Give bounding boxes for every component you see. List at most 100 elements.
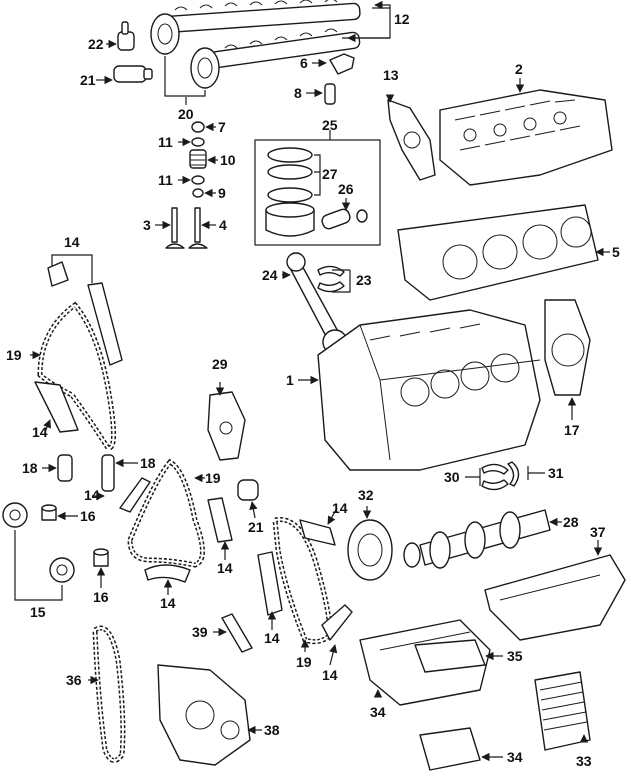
chain-tensioner-rail-14[interactable] xyxy=(34,381,79,433)
callout-16a: 16 xyxy=(80,508,96,524)
callout-14d: 14 xyxy=(160,595,176,611)
timing-chain-center-19[interactable] xyxy=(127,458,205,568)
oil-pump-38[interactable] xyxy=(157,664,251,766)
cam-adjuster-upper[interactable] xyxy=(150,13,180,55)
chain-guide-right-14[interactable] xyxy=(257,519,353,641)
callout-24: 24 xyxy=(262,267,278,283)
callout-19b: 19 xyxy=(205,470,221,486)
callout-38: 38 xyxy=(264,722,280,738)
callout-33: 33 xyxy=(576,753,592,769)
callout-11a: 11 xyxy=(158,134,173,150)
callout-5: 5 xyxy=(612,244,620,260)
sprocket-left-15[interactable] xyxy=(2,502,28,528)
callout-15: 15 xyxy=(30,604,46,620)
crank-bearing-30[interactable] xyxy=(481,463,509,491)
callout-numbers: 1 2 3 4 5 6 7 8 9 10 11 11 12 13 14 14 1… xyxy=(6,11,620,769)
callout-27: 27 xyxy=(322,166,338,182)
chain-guide-lower-14[interactable] xyxy=(144,564,191,583)
cam-sensor-22[interactable] xyxy=(117,21,135,51)
cam-adjuster-lower[interactable] xyxy=(190,47,220,89)
callout-14h: 14 xyxy=(322,667,338,683)
rear-main-seal-17[interactable] xyxy=(544,299,591,396)
piston-pin-26[interactable] xyxy=(320,208,351,231)
bushing-16b[interactable] xyxy=(93,548,109,567)
callout-14b: 14 xyxy=(32,424,48,440)
callout-17: 17 xyxy=(564,422,580,438)
callout-9: 9 xyxy=(218,185,226,201)
engine-block-1[interactable] xyxy=(317,309,541,471)
callout-31: 31 xyxy=(548,465,564,481)
callout-19a: 19 xyxy=(6,347,22,363)
valve-spring-retainer-11[interactable] xyxy=(191,137,205,147)
thrust-washer-31[interactable] xyxy=(507,461,520,487)
callout-7: 7 xyxy=(218,119,226,135)
cam-solenoid-21b[interactable] xyxy=(237,479,259,501)
timing-cover-plate-13[interactable] xyxy=(387,99,436,181)
harmonic-balancer-32[interactable] xyxy=(347,519,393,581)
camshaft-upper[interactable] xyxy=(159,0,361,34)
callout-23: 23 xyxy=(356,272,372,288)
callout-19c: 19 xyxy=(296,654,312,670)
pin-clip[interactable] xyxy=(356,209,368,223)
cam-solenoid-21[interactable] xyxy=(113,65,153,83)
cylinder-head-2[interactable] xyxy=(439,89,613,186)
callout-20: 20 xyxy=(178,106,194,122)
cam-position-sensor-6[interactable] xyxy=(329,53,355,75)
crankshaft-28[interactable] xyxy=(403,509,551,569)
chain-guide-rail-14[interactable] xyxy=(207,497,233,543)
upper-oil-pan-37[interactable] xyxy=(484,554,626,641)
oil-pump-chain-36[interactable] xyxy=(92,625,126,763)
oil-cooler-33[interactable] xyxy=(534,671,591,751)
chain-guide-mid-14[interactable] xyxy=(119,477,151,513)
callout-36: 36 xyxy=(66,672,82,688)
valve-seal-9[interactable] xyxy=(192,188,204,198)
oil-pan-lower-34b[interactable] xyxy=(419,727,481,771)
callout-25: 25 xyxy=(322,117,338,133)
callout-14c: 14 xyxy=(84,487,100,503)
chain-tensioner-18a[interactable] xyxy=(57,454,73,482)
intake-valve-3[interactable] xyxy=(165,207,185,249)
callout-6: 6 xyxy=(300,55,308,71)
callout-14g: 14 xyxy=(264,630,280,646)
callout-14a: 14 xyxy=(64,234,80,250)
callout-32: 32 xyxy=(358,487,374,503)
chain-tensioner-18b[interactable] xyxy=(101,454,115,492)
callout-21b: 21 xyxy=(248,519,264,535)
oil-pan-gasket-35[interactable] xyxy=(414,639,486,673)
callout-12: 12 xyxy=(394,11,410,27)
callout-10: 10 xyxy=(220,152,236,168)
callout-3: 3 xyxy=(143,217,151,233)
piston-ring-set[interactable] xyxy=(267,147,313,203)
callout-29: 29 xyxy=(212,356,228,372)
callout-37: 37 xyxy=(590,524,606,540)
callout-21a: 21 xyxy=(80,72,96,88)
callout-1: 1 xyxy=(286,372,294,388)
callout-28: 28 xyxy=(563,514,579,530)
bushing-16a[interactable] xyxy=(41,504,57,521)
exhaust-valve-4[interactable] xyxy=(188,207,208,249)
callout-14e: 14 xyxy=(217,560,233,576)
callout-26: 26 xyxy=(338,181,354,197)
callout-35: 35 xyxy=(507,648,523,664)
callout-13: 13 xyxy=(383,67,399,83)
callout-34a: 34 xyxy=(370,704,386,720)
rod-bearing-23[interactable] xyxy=(317,265,345,293)
timing-chain-left-19[interactable] xyxy=(37,301,116,451)
piston[interactable] xyxy=(265,202,315,237)
callout-4: 4 xyxy=(219,217,227,233)
callout-11b: 11 xyxy=(158,172,173,188)
head-gasket-5[interactable] xyxy=(397,204,599,301)
valve-plug-8[interactable] xyxy=(324,83,336,105)
valve-spring-10[interactable] xyxy=(189,149,207,169)
callout-8: 8 xyxy=(294,85,302,101)
sprocket-lower-15[interactable] xyxy=(49,557,75,583)
callout-39: 39 xyxy=(192,624,208,640)
valve-spring-seat-11[interactable] xyxy=(191,175,205,185)
callout-34b: 34 xyxy=(507,749,523,765)
piston-kit-box xyxy=(254,139,381,246)
chain-guide-top-14[interactable] xyxy=(47,261,123,366)
timing-cover-29[interactable] xyxy=(207,391,246,461)
dipstick-guide-39[interactable] xyxy=(221,613,253,653)
valve-keeper-7[interactable] xyxy=(191,121,205,133)
